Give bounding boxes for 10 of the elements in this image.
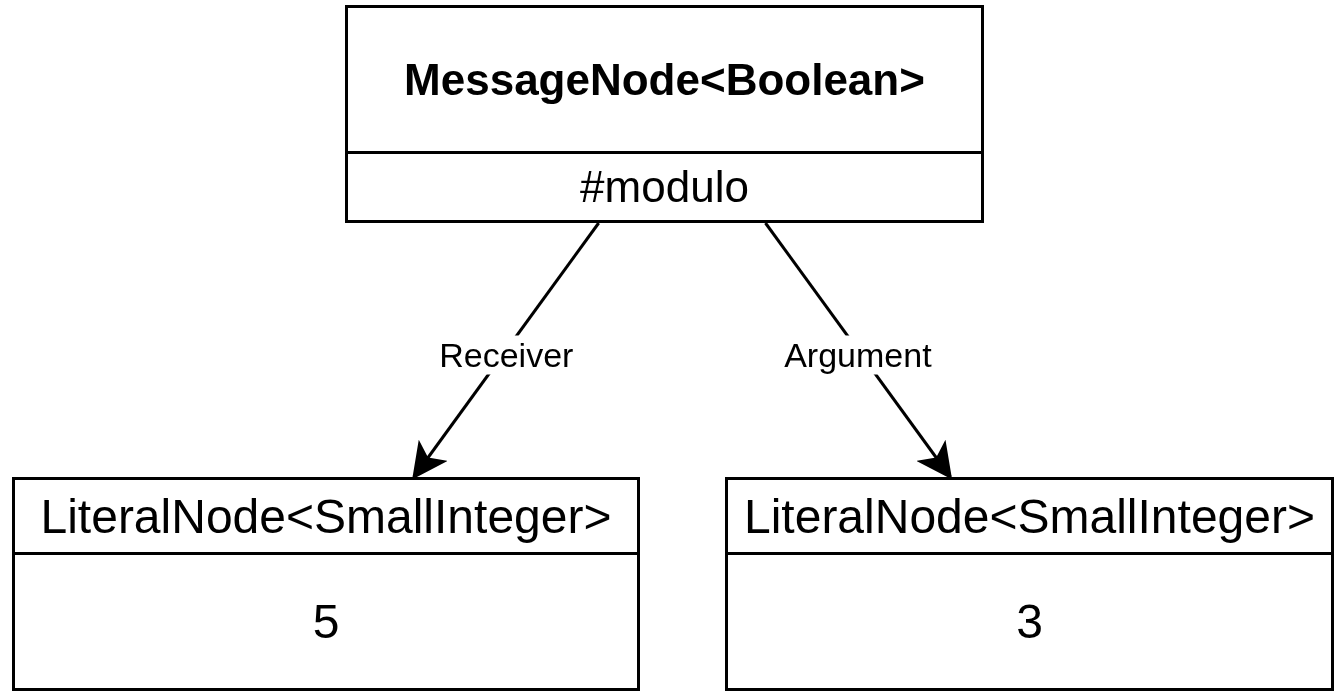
- class-name: LiteralNode<SmallInteger>: [40, 488, 612, 544]
- node-value: #modulo: [580, 162, 749, 212]
- edge-label: Argument: [783, 335, 933, 375]
- class-box: [725, 477, 1334, 691]
- node-value: 3: [1016, 594, 1043, 649]
- class-name: LiteralNode<SmallInteger>: [744, 488, 1315, 544]
- class-box: [345, 5, 984, 223]
- class-box: [12, 477, 640, 691]
- node-value: 5: [312, 594, 340, 649]
- class-name: MessageNode<Boolean>: [404, 54, 925, 105]
